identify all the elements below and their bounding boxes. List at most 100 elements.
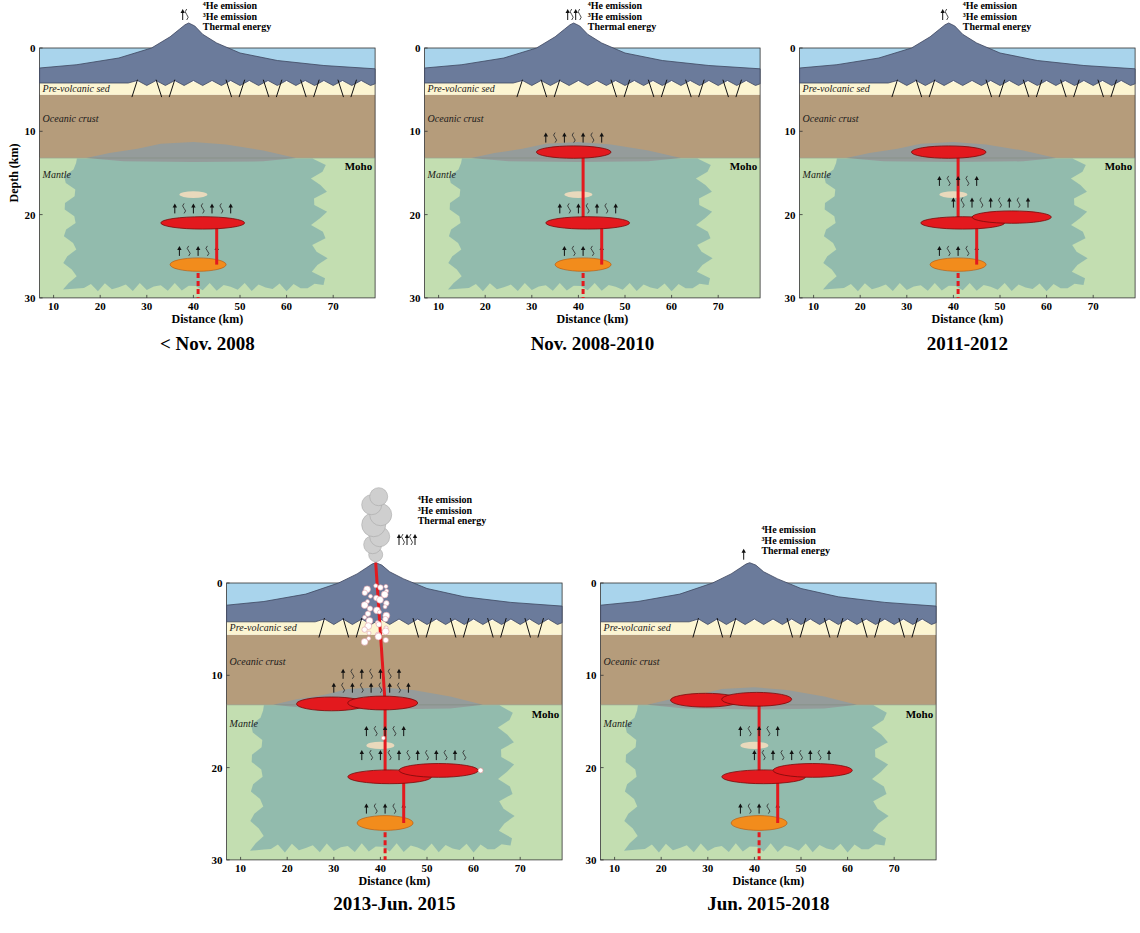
illustration-stroke [425,158,760,298]
illustration-stroke [601,675,604,676]
depth-tick: 30 [212,854,223,866]
illustration-stroke [374,584,378,588]
illustration-stroke [287,857,288,860]
distance-tick: 50 [796,862,807,874]
illustration-stroke [197,273,200,298]
illustration-stroke [757,726,761,730]
illustration-stroke [314,80,320,97]
illustration-stroke [384,584,388,588]
illustration-stroke [581,133,585,137]
illustration-stroke [332,683,336,687]
illustration-stroke [406,683,410,687]
illustration-stroke [425,95,760,158]
illustration-stroke [393,804,396,814]
illustration-stroke [361,602,368,609]
illustration-stroke [738,726,742,730]
illustration-stroke [648,80,654,97]
illustration-stroke [240,857,241,860]
illustration-stroke [862,618,868,637]
distance-tick: 40 [188,300,199,312]
illustration-stroke [754,857,755,860]
illustration-stroke [568,203,571,213]
illustration-stroke [361,639,368,646]
illustration-stroke [220,203,223,213]
illustration-stroke [767,804,770,814]
illustration-stroke [350,683,354,687]
illustration-stroke [916,80,922,97]
illustration-stroke [740,742,768,749]
illustration-stroke [382,628,389,635]
moho-label: Moho [345,160,373,172]
illustration-stroke [378,669,382,673]
distance-tick: 10 [48,300,59,312]
illustration-stroke [425,297,428,298]
layer-label: Mantle [604,718,632,729]
illustration-stroke [501,618,507,637]
illustration-stroke [351,80,357,97]
illustration-stroke [966,176,969,186]
illustration-stroke [570,9,573,20]
illustration-stroke [953,295,954,298]
illustration-stroke [693,618,699,637]
illustration-stroke [757,804,761,808]
illustration-stroke [471,142,681,162]
depth-tick: 30 [25,292,36,304]
illustration-stroke [824,618,830,637]
depth-tick: 20 [586,762,597,774]
illustration-stroke [367,606,372,611]
emission-label: ³He emission [418,506,472,516]
distance-tick: 50 [235,300,246,312]
illustration-stroke [771,750,775,754]
illustration-stroke [444,750,447,760]
distance-tick: 60 [281,300,292,312]
illustration-stroke [699,80,705,97]
illustration-stroke [800,48,803,49]
illustration-stroke [576,203,580,207]
layer-label: Pre-volcanic sed [43,83,110,94]
moho-label: Moho [730,160,758,172]
illustration-stroke [383,605,387,609]
emission-label: Thermal energy [761,546,830,556]
illustration-stroke [478,768,483,773]
illustration-stroke [425,214,428,215]
illustration-stroke [227,621,562,635]
illustration-stroke [899,618,905,637]
illustration-stroke [398,683,401,693]
illustration-stroke [956,176,960,180]
illustration-stroke [601,859,604,860]
illustration-stroke [581,246,585,250]
layer-label: Pre-volcanic sed [604,622,671,633]
panel-illustration [601,549,937,860]
illustration-stroke [800,23,1136,86]
axis-title: Distance (km) [932,312,1004,326]
distance-tick: 40 [375,862,386,874]
illustration-stroke [717,618,723,637]
illustration-stroke [624,705,889,852]
depth-tick: 20 [212,762,223,774]
illustration-stroke [875,618,881,637]
illustration-stroke [614,857,615,860]
illustration-stroke [800,95,1136,158]
axis-title: Depth (km) [6,144,20,203]
illustration-stroke [333,295,334,298]
illustration-stroke [364,804,368,808]
emission-label: Thermal energy [588,22,657,32]
illustration-stroke [742,549,746,553]
depth-tick: 30 [586,854,597,866]
illustration-stroke [823,158,1088,291]
emission-label: ⁴He emission [588,1,642,11]
illustration-stroke [647,687,857,709]
illustration-stroke [947,246,950,256]
panel-title: Nov. 2008-2010 [531,333,655,355]
illustration-stroke [383,726,387,730]
depth-tick: 10 [586,669,597,681]
illustration-stroke [407,750,410,760]
illustration-stroke [488,618,494,637]
illustration-stroke [1017,198,1020,208]
illustration-stroke [381,591,388,598]
illustration-stroke [611,80,617,97]
illustration-stroke [538,618,544,637]
illustration-stroke [402,534,405,545]
distance-tick: 20 [480,300,491,312]
illustration-stroke [370,750,373,760]
